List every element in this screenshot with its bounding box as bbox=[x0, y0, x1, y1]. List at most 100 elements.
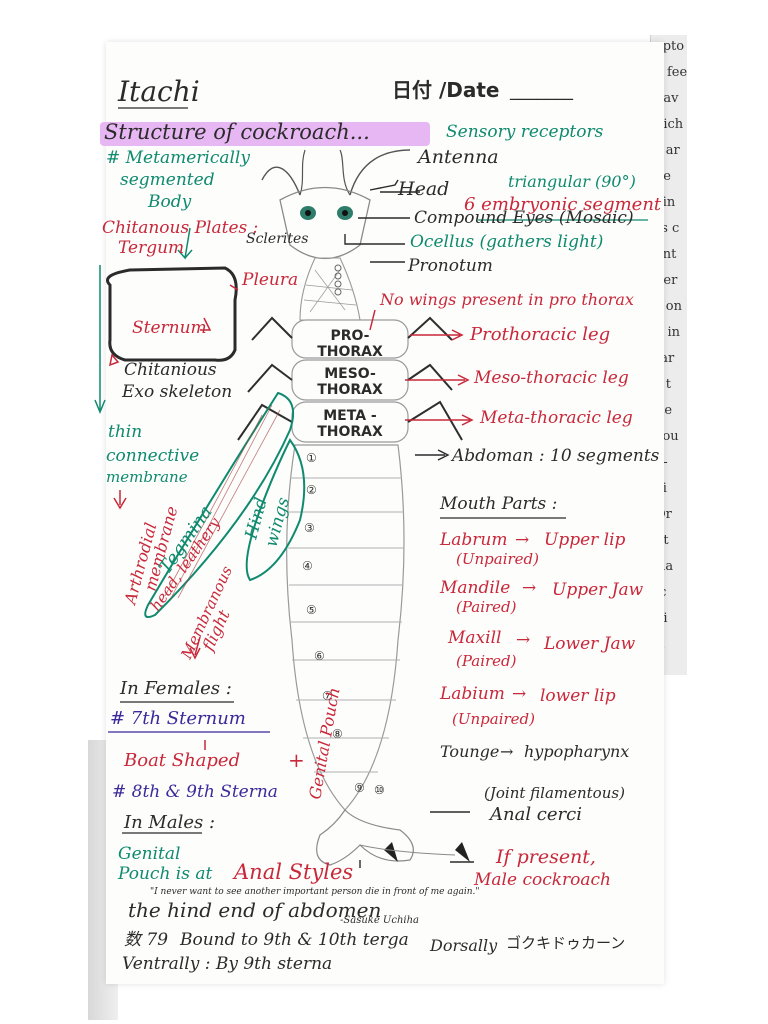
mouth-part-meaning: lower lip bbox=[540, 686, 616, 706]
metameric-line-3: Body bbox=[148, 192, 192, 212]
embryonic-label: 6 embryonic segment bbox=[464, 194, 662, 215]
arrow-icon: → bbox=[512, 684, 527, 704]
pronotum-shape bbox=[299, 257, 361, 321]
metathoracic-leg-label: Meta-thoracic leg bbox=[480, 408, 633, 428]
mouth-part-name: Mandile bbox=[440, 578, 511, 598]
quote-text: "I never want to see another important p… bbox=[150, 887, 480, 897]
abdomen-segment-number: ① bbox=[306, 451, 317, 465]
tongue-meaning: hypopharynx bbox=[524, 742, 630, 761]
females-heading: In Females : bbox=[120, 678, 232, 699]
head-label: Head bbox=[398, 178, 450, 200]
antenna-right bbox=[349, 149, 411, 196]
pleura-label: Pleura bbox=[242, 270, 299, 290]
abdomen-segment-number: ⑧ bbox=[332, 727, 343, 741]
membrane-line-3: membrane bbox=[106, 468, 188, 486]
membrane-line-1: thin bbox=[108, 422, 143, 442]
boat-shaped: Boat Shaped bbox=[124, 750, 241, 771]
metameric-line-2: segmented bbox=[120, 170, 215, 190]
tegmina-wing bbox=[144, 391, 294, 618]
abdomen-segment-number: ② bbox=[306, 483, 317, 497]
tongue-label: Tounge bbox=[440, 742, 500, 761]
genital-line-1: Genital bbox=[118, 844, 181, 864]
abdomen-segment-number: ⑦ bbox=[322, 689, 333, 703]
author-name: Itachi bbox=[118, 75, 200, 108]
bound-label: Bound to 9th & 10th terga bbox=[180, 930, 409, 950]
abdomen-segment-number: ⑩ bbox=[374, 783, 385, 797]
metathorax-label-1: META - bbox=[323, 408, 377, 424]
abdomen-segment-number: ⑤ bbox=[306, 603, 317, 617]
arrow-icon: → bbox=[515, 530, 530, 550]
mouth-part-meaning: Upper Jaw bbox=[552, 580, 644, 600]
anal-style-left bbox=[384, 842, 398, 862]
hind-wing bbox=[245, 438, 306, 582]
legs bbox=[237, 316, 463, 441]
sternum-label: Sternum bbox=[132, 318, 207, 338]
no-wings-label: No wings present in pro thorax bbox=[380, 290, 634, 309]
mouth-part-type: (Unpaired) bbox=[452, 710, 535, 728]
title-highlight bbox=[100, 122, 430, 146]
ventrally-label: Ventrally : By 9th sterna bbox=[122, 954, 333, 974]
genital-line-2: Pouch is at bbox=[118, 864, 213, 884]
page-title: Structure of cockroach... bbox=[104, 120, 370, 144]
prothorax-label-2: THORAX bbox=[317, 344, 383, 360]
sclerite-box bbox=[106, 266, 238, 362]
genital-pouch-label: Genital Pouch bbox=[305, 686, 343, 801]
anal-cerci-shape bbox=[316, 809, 414, 866]
mouth-part-name: Labrum bbox=[440, 530, 508, 550]
sterna-label: # 8th & 9th Sterna bbox=[112, 782, 278, 802]
if-present-label: If present, bbox=[496, 846, 596, 868]
date-label: 日付 /Date bbox=[392, 78, 500, 102]
arrow-icon: → bbox=[500, 742, 514, 761]
arrow-icon: → bbox=[522, 578, 537, 598]
antenna-left bbox=[261, 166, 301, 196]
plus-sign: + bbox=[288, 748, 305, 772]
date-blank: _______ bbox=[510, 80, 573, 101]
anal-style-right bbox=[455, 842, 470, 862]
mouth-part-type: (Unpaired) bbox=[456, 550, 539, 568]
male-cockroach-label: Male cockroach bbox=[474, 870, 611, 890]
anal-cerci-label: Anal cerci bbox=[490, 804, 582, 825]
dorsally-label: Dorsally bbox=[430, 936, 498, 955]
joint-label: (Joint filamentous) bbox=[484, 784, 625, 802]
mesothorax-label-2: THORAX bbox=[317, 382, 383, 398]
antenna-label: Antenna bbox=[418, 146, 499, 168]
abdomen-segment-number: ⑨ bbox=[354, 781, 365, 795]
prothorax-label-1: PRO- bbox=[330, 328, 369, 344]
tergum-label: Tergum bbox=[118, 238, 185, 258]
ocellus-label: Ocellus (gathers light) bbox=[410, 232, 604, 252]
metameric-line-1: # Metamerically bbox=[106, 148, 250, 168]
hind-end-label: the hind end of abdomen bbox=[128, 898, 382, 922]
seventh-sternum: # 7th Sternum bbox=[110, 708, 246, 729]
sensory-receptors-label: Sensory receptors bbox=[446, 122, 604, 142]
compound-eyes-label: Compound Eyes (Mosaic) bbox=[414, 208, 634, 228]
triangular-label: triangular (90°) bbox=[508, 172, 636, 191]
mouth-part-meaning: Upper lip bbox=[544, 530, 626, 550]
abdomen-segment-number: ⑥ bbox=[314, 649, 325, 663]
head-shape bbox=[279, 186, 371, 260]
katakana-text: ゴクキドゥカーン bbox=[506, 934, 626, 952]
pronotum-label: Pronotum bbox=[408, 256, 493, 276]
chitinous-plates-label: Chitanous Plates : bbox=[102, 218, 259, 238]
metathorax-label-2: THORAX bbox=[317, 424, 383, 440]
quote-author: -Sasuke Uchiha bbox=[340, 915, 419, 926]
prothoracic-leg-label: Prothoracic leg bbox=[470, 324, 611, 345]
abdomen-segment-lines bbox=[288, 477, 404, 773]
arrow-icon: → bbox=[516, 630, 531, 650]
males-heading: In Males : bbox=[124, 812, 216, 833]
mouth-parts-heading: Mouth Parts : bbox=[440, 494, 558, 514]
mouth-part-meaning: Lower Jaw bbox=[544, 634, 636, 654]
mouth-part-type: (Paired) bbox=[456, 598, 517, 616]
abdomen-label: Abdoman : 10 segments bbox=[452, 446, 660, 466]
mouth-part-name: Labium bbox=[440, 684, 505, 704]
membrane-line-2: connective bbox=[106, 446, 200, 466]
exoskeleton-line-1: Chitanious bbox=[124, 360, 217, 380]
prothorax-shape bbox=[291, 319, 409, 359]
mesothorax-label-1: MESO- bbox=[324, 366, 376, 382]
abdomen-segment-number: ④ bbox=[302, 559, 313, 573]
mesothoracic-leg-label: Meso-thoracic leg bbox=[474, 368, 629, 388]
page-mark: 数 79 bbox=[124, 930, 169, 950]
exoskeleton-line-2: Exo skeleton bbox=[122, 382, 233, 402]
abdomen-segment-number: ③ bbox=[304, 521, 315, 535]
